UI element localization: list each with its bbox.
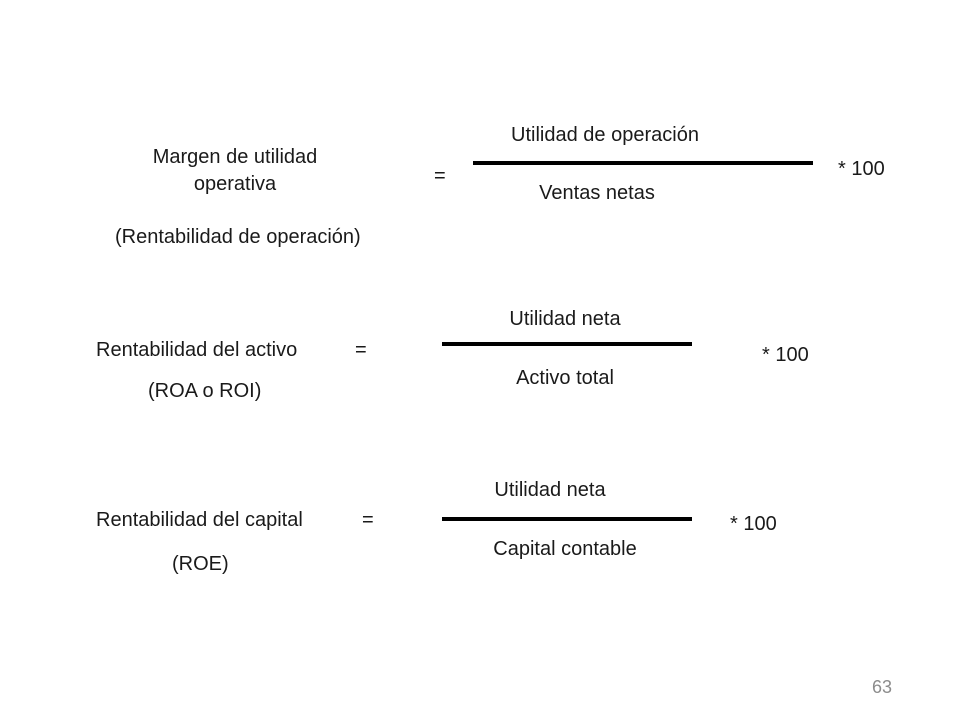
formula-name: Rentabilidad del capital	[96, 509, 303, 531]
numerator: Utilidad de operación	[511, 124, 699, 146]
multiplier: * 100	[838, 158, 885, 180]
numerator: Utilidad neta	[509, 308, 621, 330]
denominator: Ventas netas	[539, 182, 655, 204]
formula-subtitle: (Rentabilidad de operación)	[115, 226, 361, 248]
formula-name: Rentabilidad del activo	[96, 339, 298, 361]
fraction-bar	[442, 517, 692, 521]
formula-name-line1: Margen de utilidad	[152, 146, 318, 168]
formula-name-line2: operativa	[193, 173, 277, 195]
fraction-bar	[442, 342, 692, 346]
equals-sign: =	[362, 509, 374, 531]
multiplier: * 100	[762, 344, 809, 366]
multiplier: * 100	[730, 513, 777, 535]
formula-subtitle: (ROA o ROI)	[148, 380, 262, 402]
fraction-bar	[473, 161, 813, 165]
page-number: 63	[872, 677, 893, 697]
denominator: Activo total	[516, 367, 614, 389]
numerator: Utilidad neta	[494, 479, 606, 501]
equals-sign: =	[355, 339, 367, 361]
denominator: Capital contable	[493, 538, 637, 560]
equals-sign: =	[434, 165, 446, 187]
formula-subtitle: (ROE)	[172, 553, 229, 575]
